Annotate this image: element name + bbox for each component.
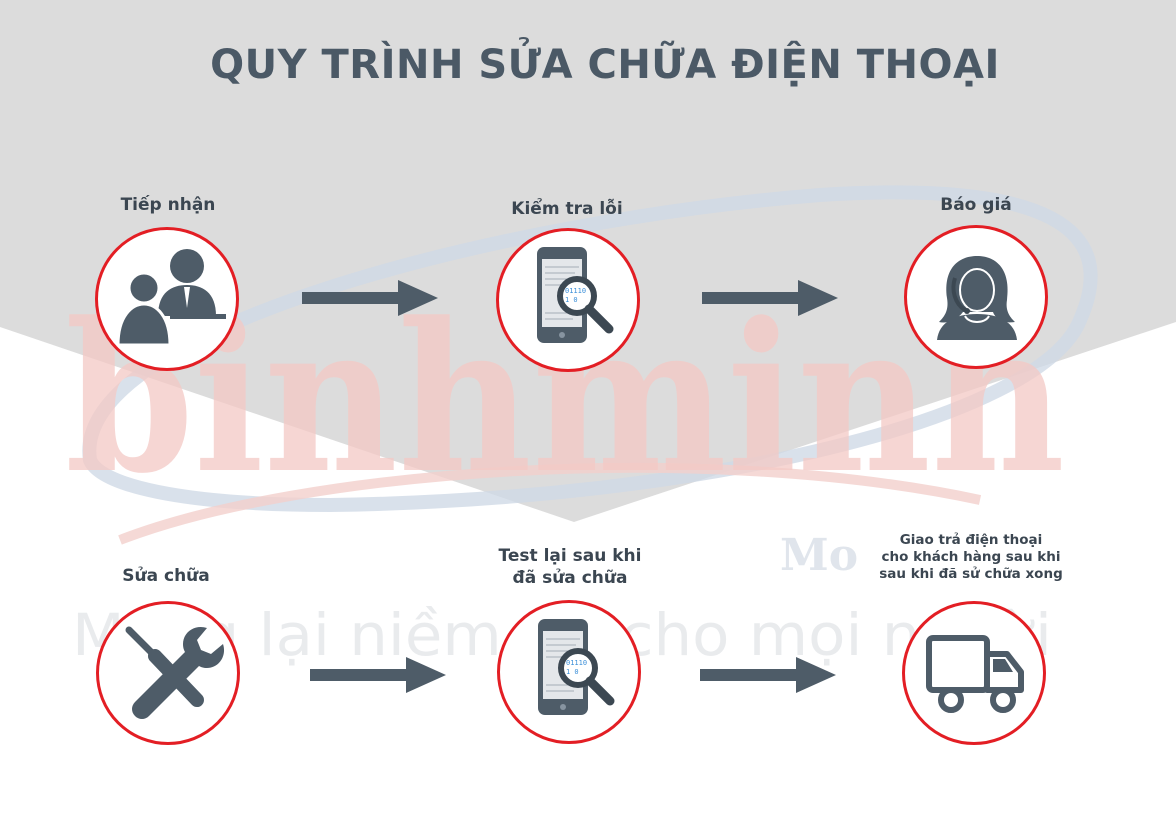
phone-inspection-icon: 01110 1 0 — [537, 247, 614, 343]
step-5-label: Test lại sau khi đã sửa chữa — [498, 546, 642, 588]
svg-text:01110: 01110 — [565, 287, 586, 295]
arrow-2-to-3 — [702, 280, 838, 316]
arrow-5-to-6 — [700, 657, 836, 693]
step-2-circle: 01110 1 0 — [496, 228, 640, 372]
step-1-circle — [95, 227, 239, 371]
watermark-sub: Mo — [780, 530, 858, 581]
step-4-label: Sửa chữa — [122, 566, 210, 586]
step-3-label: Báo giá — [940, 195, 1012, 215]
delivery-truck-icon — [926, 635, 1024, 713]
watermark-swoosh-red — [118, 462, 982, 545]
step-5-circle: 01110 1 0 — [497, 600, 641, 744]
call-center-operator-icon — [937, 256, 1017, 340]
page-title: QUY TRÌNH SỬA CHỮA ĐIỆN THOẠI — [210, 42, 1000, 88]
svg-text:1 0: 1 0 — [565, 296, 578, 304]
step-1-label: Tiếp nhận — [120, 195, 216, 215]
step-6-circle — [902, 601, 1046, 745]
step-3-circle — [904, 225, 1048, 369]
wrench-screwdriver-icon — [125, 626, 225, 719]
customer-reception-icon — [116, 249, 226, 347]
step-4-circle — [96, 601, 240, 745]
watermark-swoosh-blue — [82, 185, 1098, 513]
arrow-4-to-5 — [310, 657, 446, 693]
step-2-label: Kiểm tra lỗi — [511, 199, 623, 219]
step-6-label: Giao trả điện thoại cho khách hàng sau k… — [879, 532, 1063, 582]
phone-inspection-icon: 01110 1 0 — [538, 619, 615, 715]
svg-text:1 0: 1 0 — [566, 668, 579, 676]
svg-text:01110: 01110 — [566, 659, 587, 667]
arrow-1-to-2 — [302, 280, 438, 316]
